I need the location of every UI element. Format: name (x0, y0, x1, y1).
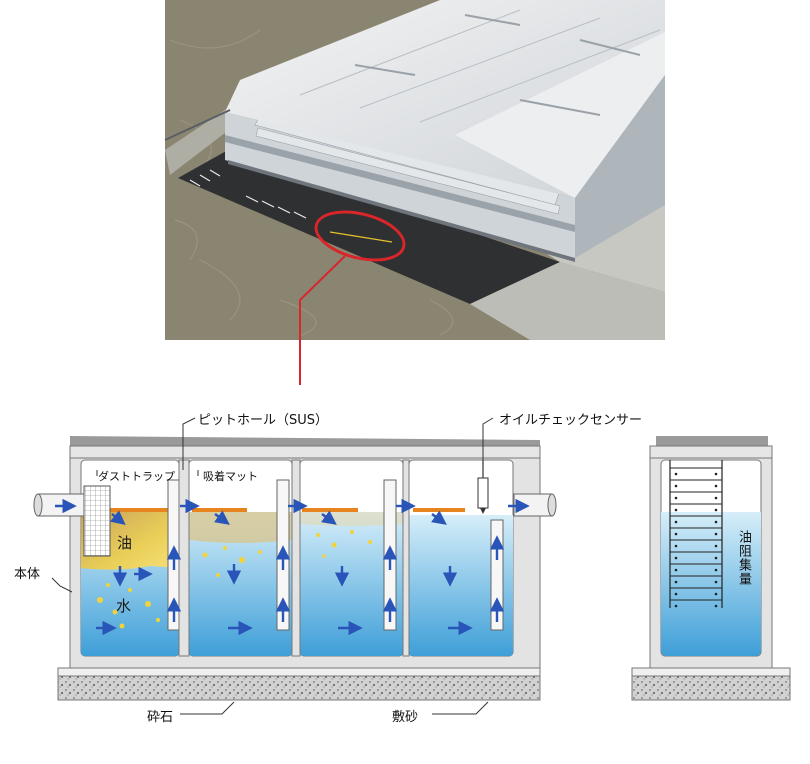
ladder-bolt (714, 532, 718, 536)
oil-bubble-icon (145, 601, 151, 607)
ladder-bolt (714, 508, 718, 512)
ladder-bolt (714, 568, 718, 572)
ladder-bolt (674, 508, 678, 512)
highlight-ring (314, 210, 406, 262)
oil-bubble-icon (316, 533, 320, 537)
label-crushed-stone: 砕石 (147, 710, 174, 725)
sensor-icon (477, 477, 489, 509)
oil-bubble-icon (331, 542, 337, 548)
label-pit-hole: ピットホール（SUS） (198, 413, 329, 428)
label-adsorption-mat: 吸着マット (203, 470, 258, 483)
ladder-bolt (674, 604, 678, 608)
ladder-bolt (714, 580, 718, 584)
ladder-bolt (714, 604, 718, 608)
ladder-bolt (714, 520, 718, 524)
ladder-bolt (674, 520, 678, 524)
ladder-icon (669, 460, 723, 608)
ladder-bolt (714, 496, 718, 500)
flow-arrow-icon (214, 510, 230, 525)
ladder-bolt (674, 496, 678, 500)
ladder-bolt (674, 592, 678, 596)
oil-bubble-icon (202, 552, 208, 558)
flow-arrow-icon (110, 510, 126, 525)
oil-bubble-icon (258, 550, 262, 554)
oil-bubble-icon (239, 557, 245, 563)
ladder-bolt (714, 472, 718, 476)
connector-line (299, 255, 346, 385)
ladder-bolt (674, 544, 678, 548)
oil-bubble-icon (97, 597, 103, 603)
adsorption-mat (302, 508, 358, 512)
water-fill (409, 515, 513, 656)
oil-bubble-icon (368, 540, 372, 544)
ladder-bolt (674, 532, 678, 536)
partition-wall (402, 459, 410, 657)
partition-wall (291, 459, 301, 657)
sensor-tip (480, 508, 486, 514)
ladder-bolt (714, 556, 718, 560)
ladder-bolt (674, 580, 678, 584)
adsorption-mat (192, 508, 247, 512)
ladder-bolt (714, 544, 718, 548)
flow-arrow-icon (431, 510, 447, 525)
water-fill (300, 512, 403, 656)
ladder-bolt (674, 556, 678, 560)
dust-trap (83, 485, 111, 557)
oil-bubble-icon (112, 609, 118, 615)
oil-bubble-icon (322, 554, 326, 558)
oil-bubble-icon (119, 623, 125, 629)
main-tank (33, 436, 557, 701)
ladder-bolt (674, 568, 678, 572)
ladder-bolt (674, 484, 678, 488)
label-oil-check-sensor: オイルチェックセンサー (499, 413, 643, 428)
pipe-end (33, 493, 43, 517)
pipe-end (547, 493, 557, 517)
partition-wall (178, 459, 190, 657)
oil-bubble-icon (216, 573, 220, 577)
flow-arrow-icon (321, 510, 337, 525)
oil-bubble-icon (350, 530, 354, 534)
side-section (631, 436, 791, 701)
label-bedding-sand: 敷砂 (392, 710, 419, 725)
oil-bubble-icon (156, 618, 160, 622)
ladder-bolt (674, 472, 678, 476)
label-oil-collection-amount: 油阻集量 (736, 530, 751, 586)
adsorption-mat (110, 508, 170, 512)
oil-bubble-icon (106, 583, 110, 587)
label-water: 水 (116, 597, 132, 615)
label-dust-trap: ダストトラップ (98, 470, 175, 483)
label-oil: 油 (117, 534, 133, 552)
aerial-photo (164, 0, 665, 340)
label-body: 本体 (14, 567, 41, 582)
ladder-bolt (714, 592, 718, 596)
oil-bubble-icon (128, 588, 132, 592)
oil-bubble-icon (223, 546, 227, 550)
adsorption-mat (413, 508, 465, 512)
ladder-bolt (714, 484, 718, 488)
